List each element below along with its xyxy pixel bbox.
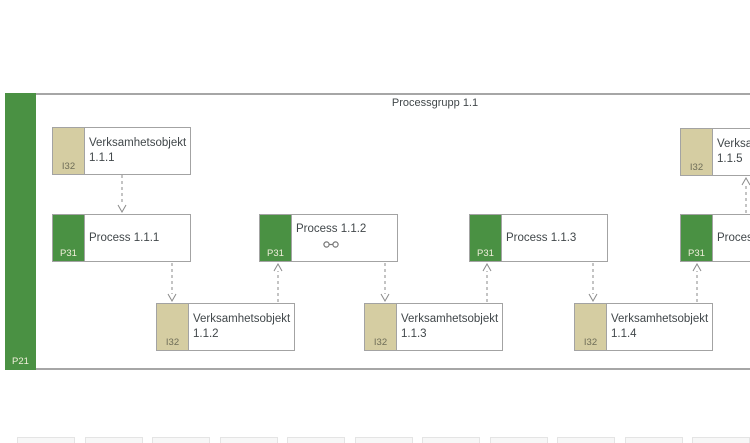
type-badge: I32 [583,337,598,348]
node-text: Verksamhetsobjekt 1.1.5 [713,129,750,175]
type-badge: P31 [60,248,77,259]
type-badge: I32 [165,337,180,348]
node-process-1-1-1[interactable]: P31 Process 1.1.1 [52,214,191,262]
node-label: Verksamhetsobjekt [611,313,709,326]
node-sublabel: 1.1.3 [401,328,427,340]
object-type-bar: I32 [575,304,607,350]
node-sublabel: 1.1.2 [193,328,219,340]
node-text: Verksamhetsobjekt 1.1.1 [85,128,190,174]
node-verksamhetsobjekt-1-1-5[interactable]: I32 Verksamhetsobjekt 1.1.5 [680,128,750,176]
type-badge: I32 [373,337,388,348]
node-text: Process 1.1.2 [292,215,397,261]
node-label: Verksamhetsobjekt [401,313,499,326]
node-text: Verksamhetsobjekt 1.1.3 [397,304,502,350]
process-type-bar: P31 [260,215,292,261]
cropped-shape-stub [490,437,548,443]
cropped-shape-stub [422,437,480,443]
process-type-bar: P31 [681,215,713,261]
process-type-bar: P31 [53,215,85,261]
object-type-bar: I32 [157,304,189,350]
cropped-shape-stub [625,437,683,443]
node-text: Verksamhetsobjekt 1.1.4 [607,304,712,350]
node-text: Process 1.1.3 [502,215,607,261]
node-process-1-1-4[interactable]: P31 Process 1.1.4 [680,214,750,262]
node-sublabel: 1.1.4 [611,328,637,340]
cropped-shape-stub [152,437,210,443]
type-badge: P21 [12,356,29,367]
node-sublabel: 1.1.1 [89,152,115,164]
type-badge: P31 [477,248,494,259]
node-text: Process 1.1.1 [85,215,190,261]
object-type-bar: I32 [681,129,713,175]
cropped-shape-stub [85,437,143,443]
cropped-shape-stub [220,437,278,443]
node-label: Process 1.1.2 [296,223,367,236]
node-process-1-1-3[interactable]: P31 Process 1.1.3 [469,214,608,262]
cropped-shape-stub [692,437,750,443]
type-badge: P31 [688,248,705,259]
object-type-bar: I32 [53,128,85,174]
node-text: Process 1.1.4 [713,215,750,261]
node-verksamhetsobjekt-1-1-4[interactable]: I32 Verksamhetsobjekt 1.1.4 [574,303,713,351]
object-type-bar: I32 [365,304,397,350]
cropped-shape-stub [17,437,75,443]
node-label: Verksamhetsobjekt [717,138,750,151]
cropped-shape-stub [355,437,413,443]
node-process-1-1-2[interactable]: P31 Process 1.1.2 [259,214,398,262]
node-label: Process 1.1.3 [506,231,577,244]
node-label: Verksamhetsobjekt [193,313,291,326]
process-type-bar: P31 [470,215,502,261]
group-title: Processgrupp 1.1 [391,97,479,109]
type-badge: I32 [61,161,76,172]
type-badge: P31 [267,248,284,259]
linked-model-icon [322,239,397,254]
node-label: Verksamhetsobjekt [89,137,187,150]
node-verksamhetsobjekt-1-1-1[interactable]: I32 Verksamhetsobjekt 1.1.1 [52,127,191,175]
node-text: Verksamhetsobjekt 1.1.2 [189,304,294,350]
process-group-type-bar: P21 [5,93,36,370]
type-badge: I32 [689,162,704,173]
cropped-shape-stub [557,437,615,443]
node-label: Process 1.1.1 [89,231,160,244]
node-sublabel: 1.1.5 [717,153,743,165]
node-verksamhetsobjekt-1-1-2[interactable]: I32 Verksamhetsobjekt 1.1.2 [156,303,295,351]
cropped-shape-stub [287,437,345,443]
node-verksamhetsobjekt-1-1-3[interactable]: I32 Verksamhetsobjekt 1.1.3 [364,303,503,351]
node-label: Process 1.1.4 [717,231,750,244]
